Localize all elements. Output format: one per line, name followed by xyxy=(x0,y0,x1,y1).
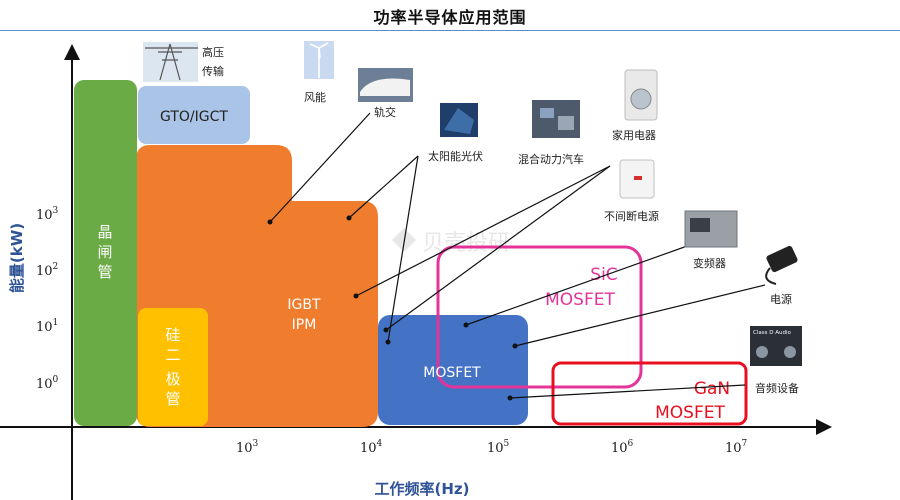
x-tick-1e4: 104 xyxy=(360,439,383,456)
high-voltage-label-2: 传输 xyxy=(202,64,224,78)
gto-igct-block xyxy=(138,86,250,144)
diode-label-4: 管 xyxy=(165,390,180,408)
audio-badge-text: Class D Audio xyxy=(753,330,791,336)
inverter-label: 变频器 xyxy=(693,256,726,270)
y-axis-label: 能量(kW) xyxy=(8,223,26,293)
appliance-label: 家用电器 xyxy=(612,128,656,142)
connector-dots xyxy=(267,215,518,401)
washing-machine-icon xyxy=(624,69,658,121)
hybrid-car-label: 混合动力汽车 xyxy=(518,152,584,166)
x-tick-1e5: 105 xyxy=(487,439,510,456)
power-supply-label: 电源 xyxy=(770,292,792,306)
power-adapter-icon xyxy=(765,245,798,285)
solar-label: 太阳能光伏 xyxy=(428,149,483,163)
y-tick-labels: 103 102 101 100 xyxy=(36,206,59,392)
diode-label-1: 硅 xyxy=(165,326,180,344)
ipm-label: IPM xyxy=(292,317,317,333)
sic-mosfet-outline xyxy=(436,245,643,389)
inverter-icon xyxy=(684,210,738,248)
connector-solar-1 xyxy=(348,155,419,219)
diode-label-3: 极 xyxy=(165,370,180,388)
sic-label: SiC xyxy=(590,265,617,285)
connector-audio xyxy=(509,384,746,399)
connector-inverter xyxy=(465,244,691,326)
mosfet-block xyxy=(378,315,528,425)
thyristor-block xyxy=(74,80,137,426)
y-tick-1e2: 102 xyxy=(36,262,58,279)
connector-lines xyxy=(269,112,766,399)
x-tick-1e6: 106 xyxy=(611,439,634,456)
mosfet-label: MOSFET xyxy=(423,365,481,381)
y-tick-1e1: 101 xyxy=(36,318,58,335)
car-engine-icon xyxy=(532,100,580,138)
audio-label: 音频设备 xyxy=(755,381,799,395)
solar-panel-icon xyxy=(440,103,478,137)
x-axis-label: 工作频率(Hz) xyxy=(375,480,470,498)
pylon-icon xyxy=(143,42,198,82)
y-tick-1e3: 103 xyxy=(36,206,59,223)
wind-label: 风能 xyxy=(304,90,326,104)
connector-power-supply xyxy=(514,284,766,347)
page-title: 功率半导体应用范围 xyxy=(373,8,527,27)
connector-car-2 xyxy=(385,165,611,331)
high-voltage-label-1: 高压 xyxy=(202,45,224,59)
x-tick-1e3: 103 xyxy=(236,439,259,456)
train-icon xyxy=(358,68,413,102)
gan-mosfet-label: MOSFET xyxy=(655,403,725,423)
ups-label: 不间断电源 xyxy=(604,209,659,223)
ups-icon xyxy=(619,159,655,199)
title-divider xyxy=(0,30,900,31)
connector-solar-2 xyxy=(387,155,419,343)
gan-label: GaN xyxy=(694,379,730,399)
rail-label: 轨交 xyxy=(374,105,396,119)
y-tick-1e0: 100 xyxy=(36,375,59,392)
gto-igct-label: GTO/IGCT xyxy=(160,109,228,125)
diode-label-2: 二 xyxy=(165,346,180,364)
x-tick-labels: 103 104 105 106 107 xyxy=(236,439,748,456)
gan-mosfet-outline xyxy=(551,361,748,426)
thyristor-label-3: 管 xyxy=(97,263,112,281)
sic-mosfet-label: MOSFET xyxy=(545,290,615,310)
connector-rail xyxy=(269,112,371,223)
thyristor-label-1: 晶 xyxy=(97,223,112,241)
wind-turbine-icon xyxy=(304,41,334,79)
audio-device-icon: Class D Audio xyxy=(750,326,802,366)
connector-car-1 xyxy=(355,165,611,297)
thyristor-label-2: 闸 xyxy=(97,243,112,261)
watermark-text: 贝壳投研 xyxy=(422,231,510,256)
igbt-label: IGBT xyxy=(287,297,321,313)
silicon-diode-block xyxy=(138,308,208,426)
x-tick-1e7: 107 xyxy=(725,439,748,456)
